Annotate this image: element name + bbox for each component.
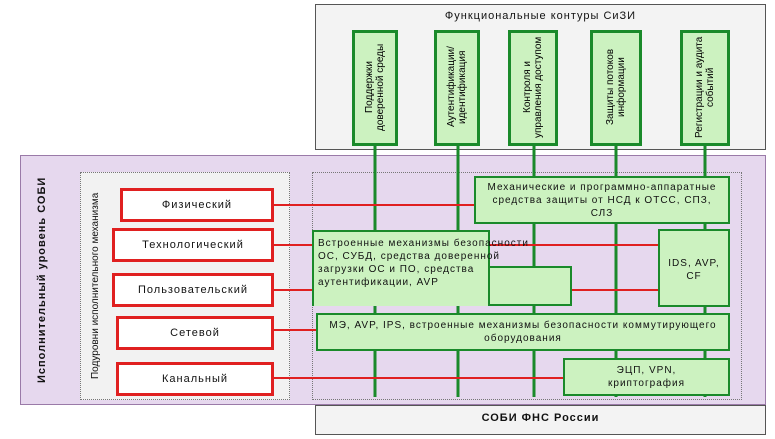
box-text: ЭЦП, VPN, криптография xyxy=(608,365,685,389)
layer-label: Технологический xyxy=(142,239,244,251)
layer-physical: Физический xyxy=(120,188,274,222)
column-label: Регистрации и аудита событий xyxy=(694,36,716,138)
box-crypto: ЭЦП, VPN, криптография xyxy=(563,358,730,396)
functional-contours-title: Функциональные контуры СиЗИ xyxy=(444,10,637,22)
column-label: Аутентификации/ идентификация xyxy=(446,46,468,128)
column-audit: Регистрации и аудита событий xyxy=(680,30,730,146)
column-authentication: Аутентификации/ идентификация xyxy=(434,30,480,146)
box-text: IDS, AVP, CF xyxy=(668,258,720,282)
layer-label: Канальный xyxy=(162,373,228,385)
column-label: Контроля и управления доступом xyxy=(522,36,544,138)
layer-label: Пользовательский xyxy=(138,284,248,296)
box-text: МЭ, AVP, IPS, встроенные механизмы безоп… xyxy=(329,320,717,344)
box-ids: IDS, AVP, CF xyxy=(658,229,730,307)
layer-label: Физический xyxy=(161,199,233,211)
box-text: Встроенные механизмы безопасности ОС, СУ… xyxy=(318,238,529,288)
layer-network: Сетевой xyxy=(116,316,274,350)
column-label: Защиты потоков информации xyxy=(605,48,627,126)
layer-label: Сетевой xyxy=(170,327,220,339)
column-access-control: Контроля и управления доступом xyxy=(508,30,558,146)
column-label: Поддержки доверенной среды xyxy=(364,43,386,131)
box-mechanical-means: Механические и программно-аппаратные сре… xyxy=(474,176,730,224)
column-flow-protection: Защиты потоков информации xyxy=(590,30,642,146)
layer-technological: Технологический xyxy=(112,228,274,262)
layer-user: Пользовательский xyxy=(112,273,274,307)
box-text: Механические и программно-аппаратные сре… xyxy=(487,182,717,219)
sobi-fns-frame xyxy=(315,405,766,435)
layer-channel: Канальный xyxy=(116,362,274,396)
box-network-security: МЭ, AVP, IPS, встроенные механизмы безоп… xyxy=(316,313,730,351)
column-trusted-environment: Поддержки доверенной среды xyxy=(352,30,398,146)
sobi-fns-title: СОБИ ФНС России xyxy=(481,412,600,424)
box-builtin-mechanisms: Встроенные механизмы безопасности ОС, СУ… xyxy=(312,230,528,306)
